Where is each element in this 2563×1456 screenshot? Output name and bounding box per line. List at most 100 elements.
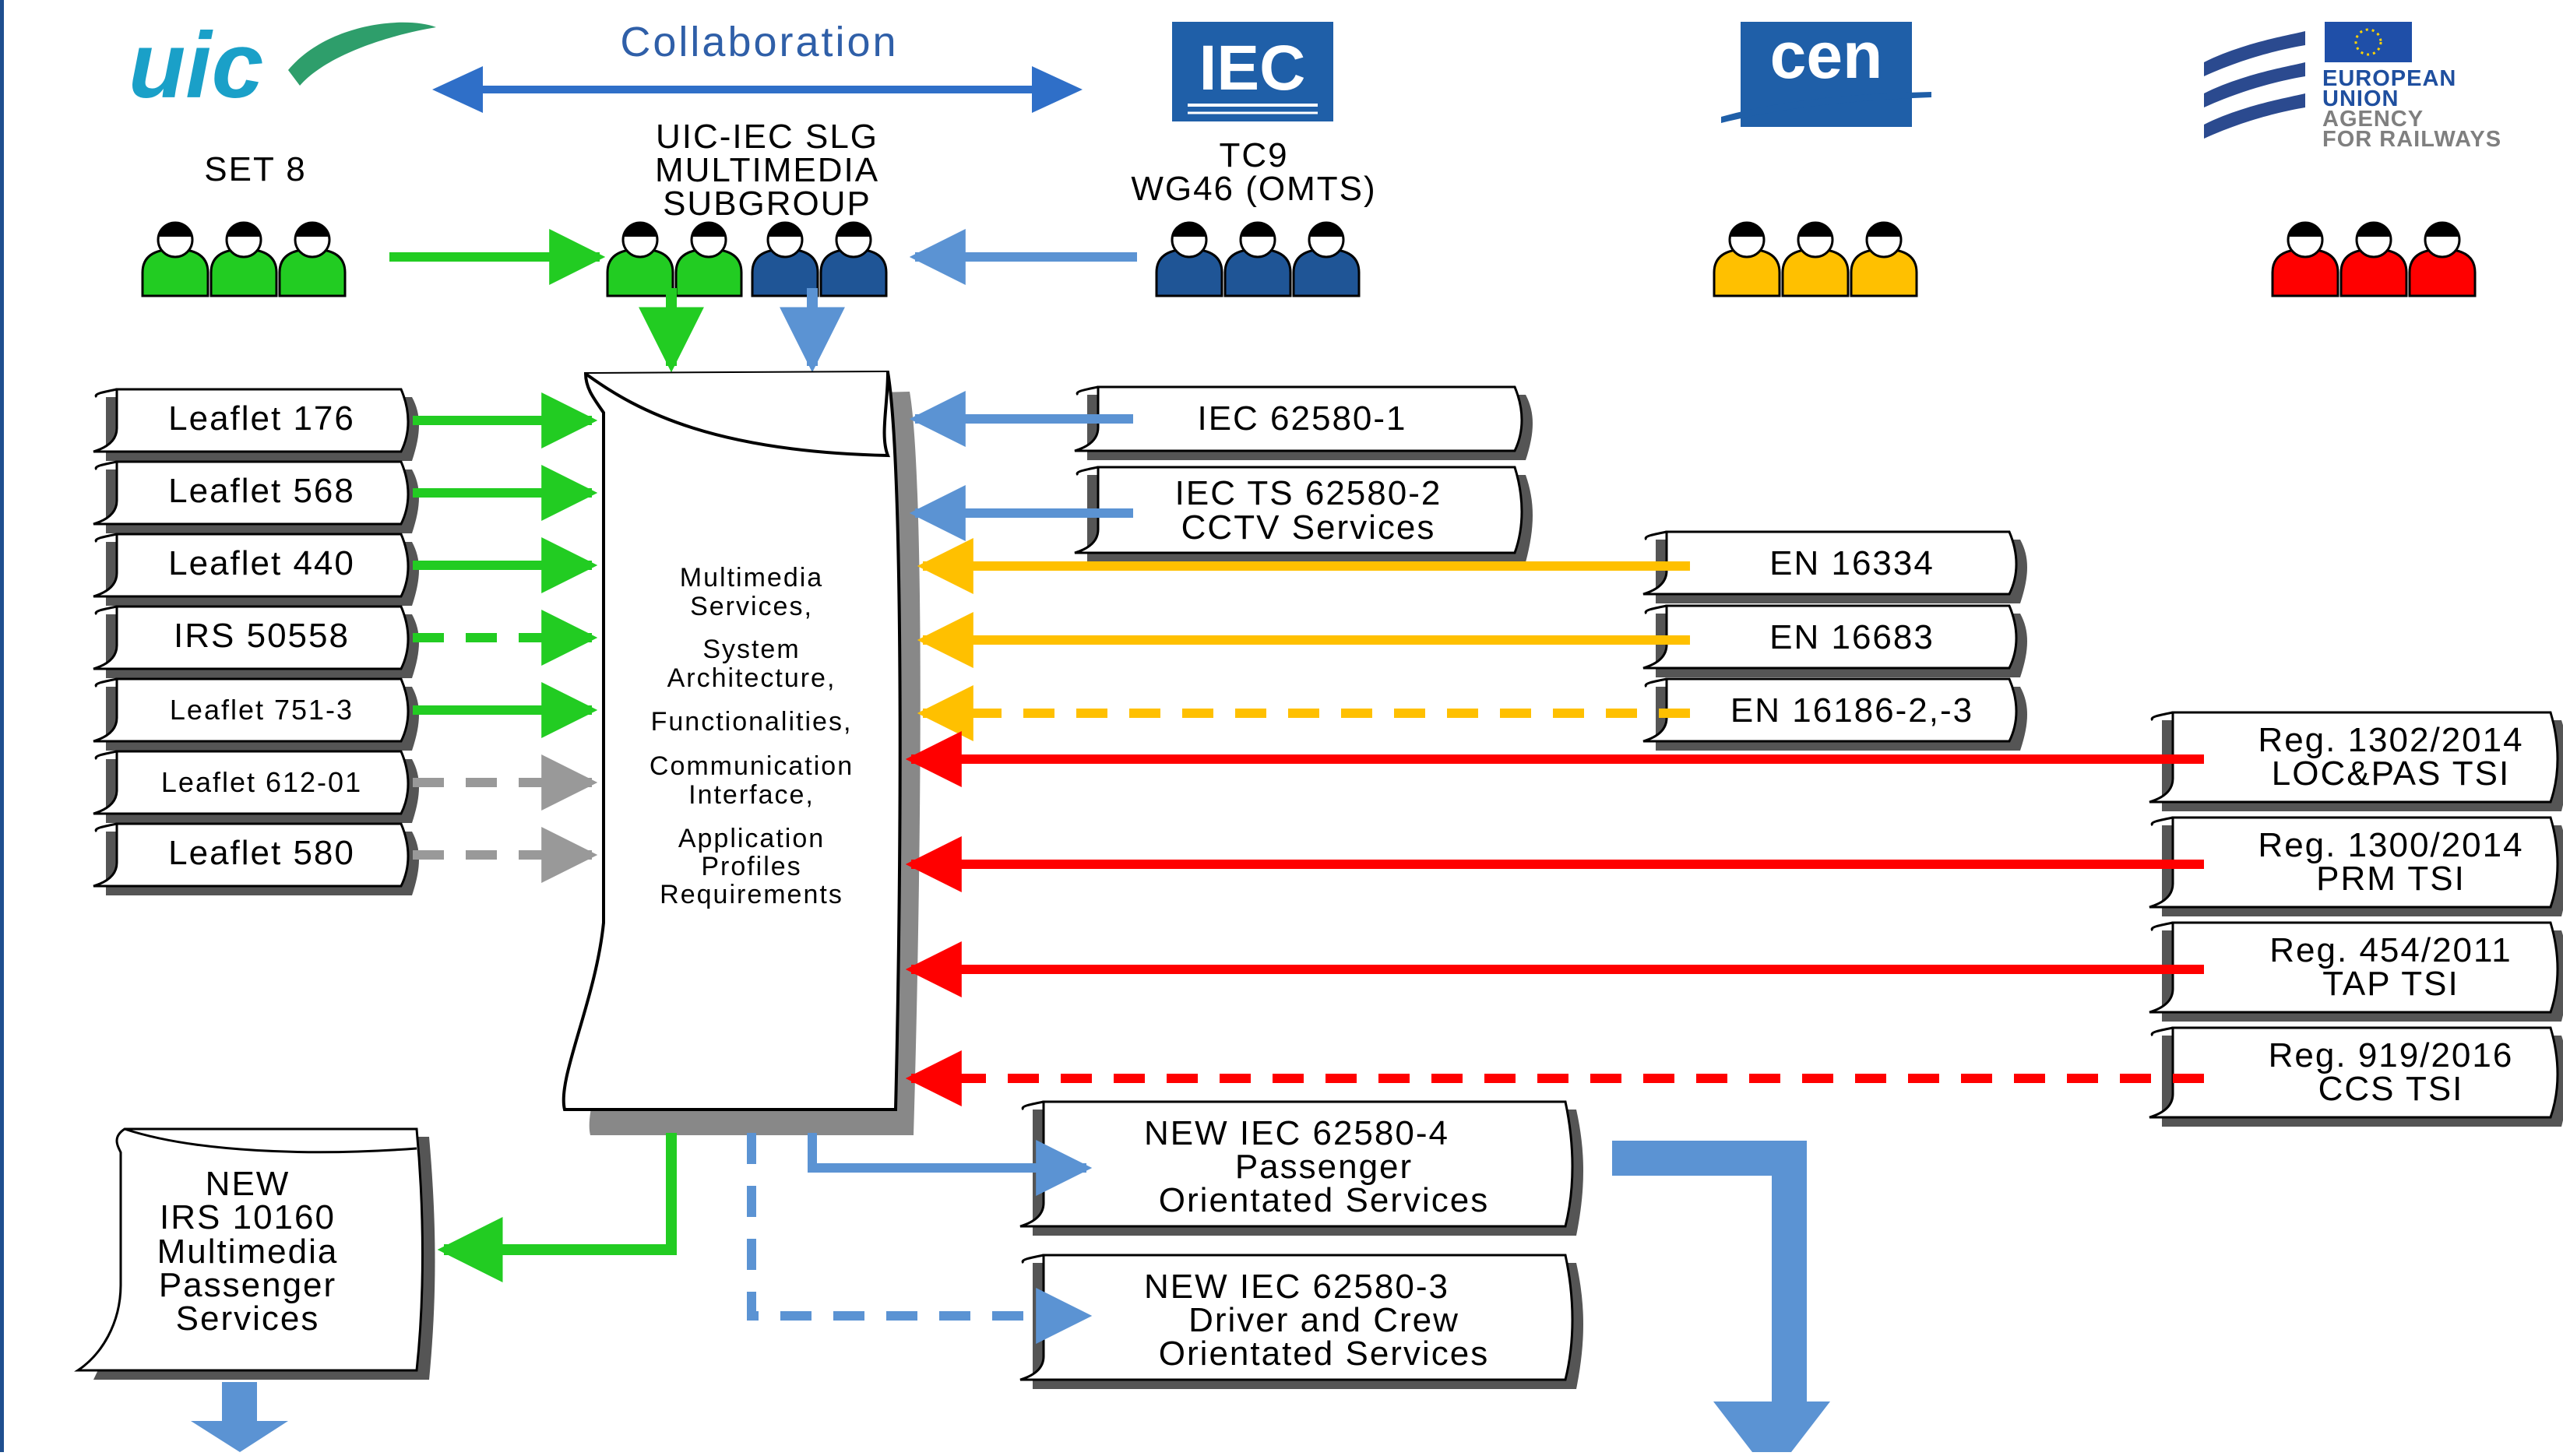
- left-doc-1: Leaflet 176: [93, 388, 419, 461]
- iec4-doc-label: Passenger: [1235, 1148, 1413, 1186]
- iec-doc-label: IEC 62580-1: [1197, 399, 1406, 438]
- center-text-line: System: [702, 635, 800, 664]
- person-icon-era-3: [2408, 221, 2477, 297]
- tsi-doc-label: LOC&PAS TSI: [2272, 754, 2510, 793]
- irs-doc-label: Services: [176, 1299, 320, 1338]
- uic-logo: uic: [129, 13, 436, 118]
- person-icon-set8-3: [278, 221, 347, 297]
- person-icon-tc9-1: [1155, 221, 1223, 297]
- left-doc-label: Leaflet 612-01: [161, 766, 362, 798]
- iec-doc-1: IEC 62580-1: [1074, 385, 1533, 460]
- person-icon-slg-iec-1: [751, 221, 819, 297]
- left-doc-7: Leaflet 580: [93, 822, 419, 895]
- person-icon-tc9-2: [1223, 221, 1292, 297]
- person-icon-slg-uic-1: [606, 221, 674, 297]
- person-icon-era-2: [2339, 221, 2408, 297]
- iec4-doc-label: Orientated Services: [1159, 1181, 1489, 1219]
- center-text-line: Functionalities,: [651, 707, 853, 737]
- slg-label-3: SUBGROUP: [663, 185, 871, 223]
- iec-doc-label: IEC TS 62580-2: [1175, 474, 1442, 512]
- iec3-doc-label: NEW IEC 62580-3: [1144, 1268, 1449, 1306]
- era-text-2: UNION: [2322, 86, 2399, 111]
- slg-label-1: UIC-IEC SLG: [656, 118, 878, 156]
- iec-doc-label: CCTV Services: [1181, 508, 1436, 547]
- person-icon-era-1: [2271, 221, 2339, 297]
- left-doc-label: Leaflet 440: [168, 544, 355, 582]
- center-text-line: Application: [678, 824, 825, 853]
- left-doc-2: Leaflet 568: [93, 460, 419, 533]
- left-doc-label: Leaflet 751-3: [170, 694, 354, 726]
- irs-down-arrow: [191, 1382, 288, 1452]
- person-icon-cen-3: [1850, 221, 1918, 297]
- iec3-doc-label: Driver and Crew: [1188, 1301, 1459, 1339]
- people-groups: [141, 221, 2477, 297]
- cen-logo-text: cen: [1770, 19, 1883, 92]
- tc9-label-2: WG46 (OMTS): [1131, 170, 1376, 208]
- irs-doc-label: Passenger: [159, 1266, 336, 1304]
- tsi-doc-label: Reg. 454/2011: [2269, 931, 2512, 969]
- left-doc-label: Leaflet 580: [168, 834, 355, 872]
- irs-doc-label: Multimedia: [157, 1233, 339, 1271]
- person-icon-set8-1: [141, 221, 209, 297]
- person-icon-cen-1: [1713, 221, 1781, 297]
- center-text-line: Interface,: [688, 780, 815, 810]
- person-icon-set8-2: [209, 221, 278, 297]
- person-icon-slg-iec-2: [819, 221, 888, 297]
- person-icon-slg-uic-2: [674, 221, 743, 297]
- era-text-4: FOR RAILWAYS: [2322, 127, 2501, 152]
- en-doc-label: EN 16186-2,-3: [1730, 691, 1973, 730]
- center-to-irs-arrow: [437, 1133, 677, 1282]
- irs-doc-label: IRS 10160: [160, 1198, 336, 1236]
- person-icon-tc9-3: [1292, 221, 1361, 297]
- tsi-doc-label: PRM TSI: [2316, 860, 2466, 898]
- iec-logo: IEC: [1172, 22, 1333, 121]
- central-requirements-scroll: [562, 370, 921, 1135]
- era-text-1: EUROPEAN: [2322, 66, 2456, 91]
- center-text-line: Services,: [690, 592, 813, 621]
- cen-logo: cen: [1721, 19, 1931, 127]
- era-text-3: AGENCY: [2322, 107, 2424, 132]
- center-text: MultimediaServices,SystemArchitecture,Fu…: [650, 563, 854, 909]
- left-doc-4: IRS 50558: [93, 605, 419, 678]
- iec-logo-text: IEC: [1199, 33, 1306, 104]
- center-text-line: Architecture,: [667, 663, 836, 693]
- left-doc-label: IRS 50558: [174, 617, 350, 655]
- set8-label: SET 8: [204, 150, 306, 188]
- person-icon-cen-2: [1781, 221, 1850, 297]
- left-doc-label: Leaflet 568: [168, 472, 355, 510]
- left-doc-3: Leaflet 440: [93, 533, 419, 606]
- tsi-doc-label: Reg. 1302/2014: [2258, 721, 2523, 759]
- big-elbow-arrow: [1612, 1141, 1830, 1452]
- en-doc-label: EN 16334: [1769, 544, 1935, 582]
- uic-logo-text: uic: [129, 13, 263, 118]
- left-doc-5: Leaflet 751-3: [93, 677, 419, 751]
- tsi-doc-label: CCS TSI: [2318, 1070, 2464, 1108]
- era-logo: EUROPEAN UNION AGENCY FOR RAILWAYS: [2204, 22, 2501, 152]
- center-text-line: Profiles: [701, 852, 801, 881]
- iec3-doc-label: Orientated Services: [1159, 1335, 1489, 1373]
- left-doc-label: Leaflet 176: [168, 399, 355, 438]
- en-doc-2: EN 16683: [1642, 604, 2027, 677]
- tc9-label-1: TC9: [1219, 136, 1288, 174]
- irs-doc-label: NEW: [206, 1165, 290, 1203]
- collaboration-label: Collaboration: [620, 19, 898, 65]
- center-to-iec4-arrow: [808, 1133, 1093, 1196]
- en-doc-3: EN 16186-2,-3: [1642, 677, 2027, 751]
- center-text-line: Communication: [650, 751, 854, 781]
- center-to-iec3-arrow: [747, 1133, 1093, 1344]
- en-doc-label: EN 16683: [1769, 618, 1935, 656]
- left-doc-6: Leaflet 612-01: [93, 750, 419, 823]
- tsi-doc-label: TAP TSI: [2322, 965, 2459, 1003]
- center-text-line: Requirements: [660, 880, 843, 909]
- iec4-doc-label: NEW IEC 62580-4: [1144, 1114, 1449, 1152]
